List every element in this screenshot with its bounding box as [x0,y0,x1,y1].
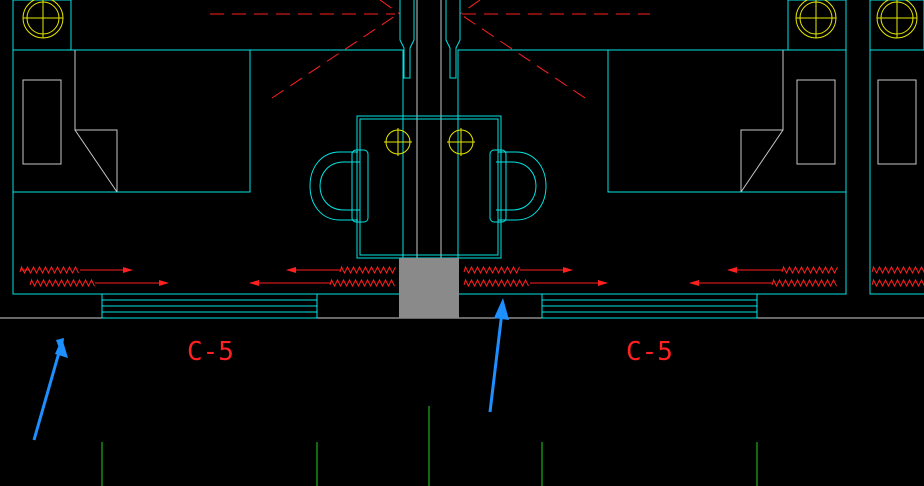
floor-drain-icon [384,128,412,156]
arrow-up-right-icon [488,298,509,413]
structural-column [399,258,459,318]
ceiling-dashed-lines [210,0,650,99]
heater-coil [463,265,520,275]
room-walls [0,49,924,319]
bed-right [607,49,847,193]
heater-coil [339,265,396,275]
right-room-outline [457,49,847,295]
bed-left [12,49,251,193]
central-fixture [356,0,502,259]
heater-coil [871,278,924,288]
arrow-up-right-icon [32,338,68,441]
sprinkler-icon [876,0,918,39]
heater-coil [329,278,395,288]
floor-drain-icon [447,128,475,156]
room-label-left: C-5 [187,337,234,367]
heater-coil [871,265,924,275]
heater-coil [29,278,95,288]
left-room-outline [12,49,404,295]
bed-far-right [877,79,917,165]
handle-left-icon [309,149,369,223]
heater-coils [19,265,924,288]
heater-coil [19,265,79,275]
windows [101,293,758,319]
sprinkler-icon [795,0,837,39]
top-fixtures [12,0,924,51]
heater-coil [771,278,837,288]
heater-coil [463,278,529,288]
heater-coil [781,265,838,275]
sprinkler-icon [22,0,64,39]
grid-lines [101,406,758,486]
room-label-right: C-5 [626,337,673,367]
handle-right-icon [489,149,547,223]
